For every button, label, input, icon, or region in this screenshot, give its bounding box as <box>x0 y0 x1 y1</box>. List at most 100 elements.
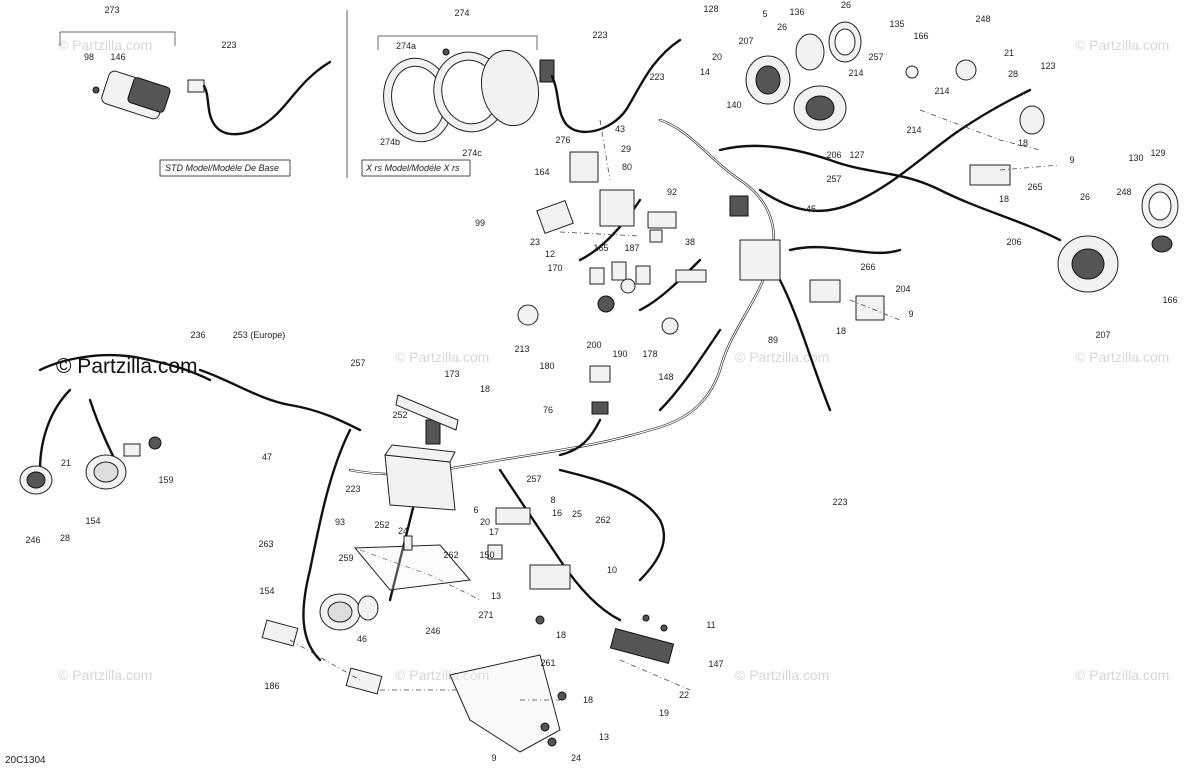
part-callout: 6 <box>473 505 478 515</box>
part-callout: 127 <box>849 150 864 160</box>
part-callout: 190 <box>612 349 627 359</box>
headlight-assembly-top <box>745 21 1045 135</box>
part-callout: 180 <box>539 361 554 371</box>
headlamp-rear <box>319 593 379 631</box>
part-callout: 13 <box>491 591 501 601</box>
headlamp-left <box>19 436 162 495</box>
part-callout: 276 <box>555 135 570 145</box>
part-callout: 273 <box>104 5 119 15</box>
part-callout: 246 <box>425 626 440 636</box>
part-callout: 136 <box>789 7 804 17</box>
part-callout: 173 <box>444 369 459 379</box>
part-callout: 18 <box>836 326 846 336</box>
part-callout: 257 <box>868 52 883 62</box>
part-callout: 206 <box>1006 237 1021 247</box>
watermark: © Partzilla.com <box>1075 37 1169 53</box>
part-callout: 213 <box>514 344 529 354</box>
part-callout: 257 <box>826 174 841 184</box>
part-callout: 18 <box>1018 138 1028 148</box>
part-callout: 200 <box>586 340 601 350</box>
part-callout: 140 <box>726 100 741 110</box>
part-callout: 262 <box>443 550 458 560</box>
part-callout: 214 <box>848 68 863 78</box>
part-callout: 12 <box>545 249 555 259</box>
part-callout: 274 <box>454 8 469 18</box>
part-callout: 16 <box>552 508 562 518</box>
part-callout: 26 <box>841 0 851 10</box>
part-callout: 178 <box>642 349 657 359</box>
part-callout: 261 <box>540 658 555 668</box>
xrs-gauge-cluster <box>383 38 682 143</box>
main-harness <box>38 88 1062 662</box>
part-callout: 18 <box>999 194 1009 204</box>
part-callout: 223 <box>345 484 360 494</box>
battery-area <box>353 394 571 601</box>
part-callout: 92 <box>667 187 677 197</box>
part-callout: 46 <box>357 634 367 644</box>
part-callout: 252 <box>374 520 389 530</box>
part-callout: 159 <box>158 475 173 485</box>
part-callout: 18 <box>583 695 593 705</box>
part-callout: 21 <box>61 458 71 468</box>
part-callout: 14 <box>700 67 710 77</box>
part-callout: 24 <box>398 526 408 536</box>
part-callout: 186 <box>264 681 279 691</box>
part-callout: 214 <box>934 86 949 96</box>
part-callout: 23 <box>530 237 540 247</box>
part-callout: 248 <box>975 14 990 24</box>
part-callout: 263 <box>258 539 273 549</box>
part-callout: 135 <box>889 19 904 29</box>
part-callout: 130 <box>1128 153 1143 163</box>
part-callout: 154 <box>259 586 274 596</box>
part-callout: 150 <box>479 550 494 560</box>
watermark: © Partzilla.com <box>58 37 152 53</box>
part-callout: 166 <box>1162 295 1177 305</box>
part-callout: 154 <box>85 516 100 526</box>
part-callout: 24 <box>571 753 581 763</box>
part-callout: 265 <box>1027 182 1042 192</box>
watermark: © Partzilla.com <box>58 667 152 683</box>
part-callout: 13 <box>599 732 609 742</box>
part-callout: 274b <box>380 137 400 147</box>
part-callout: 274a <box>396 41 416 51</box>
part-callout: 187 <box>624 243 639 253</box>
part-callout: 98 <box>84 52 94 62</box>
xrs-model-label: X rs Model/Modéle X rs <box>365 163 460 173</box>
part-callout: 20 <box>712 52 722 62</box>
watermark: © Partzilla.com <box>1075 349 1169 365</box>
part-callout: 248 <box>1116 187 1131 197</box>
std-model-box <box>159 159 291 177</box>
part-callout: 8 <box>550 495 555 505</box>
diagram-code: 20C1304 <box>5 755 46 766</box>
part-callout: 164 <box>534 167 549 177</box>
part-callout: 17 <box>489 527 499 537</box>
part-callout: 223 <box>592 30 607 40</box>
watermark: © Partzilla.com <box>1075 667 1169 683</box>
copyright-watermark: © Partzilla.com <box>56 355 198 378</box>
part-callout: 21 <box>1004 48 1014 58</box>
part-callout: 274c <box>462 148 482 158</box>
part-callout: 207 <box>1095 330 1110 340</box>
part-callout: 9 <box>1069 155 1074 165</box>
part-callout: 236 <box>190 330 205 340</box>
xrs-model-box <box>361 159 471 177</box>
part-callout: 170 <box>547 263 562 273</box>
headlight-assembly-right <box>1057 183 1179 293</box>
part-callout: 38 <box>685 237 695 247</box>
part-callout: 223 <box>832 497 847 507</box>
part-callout: 19 <box>659 708 669 718</box>
part-callout: 207 <box>738 36 753 46</box>
part-callout: 257 <box>350 358 365 368</box>
part-callout: 45 <box>806 204 816 214</box>
std-gauge-cluster <box>92 60 332 136</box>
electrical-modules <box>517 151 1011 415</box>
part-callout: 89 <box>768 335 778 345</box>
part-callout: 128 <box>703 4 718 14</box>
part-callout: 271 <box>478 610 493 620</box>
part-callout: 26 <box>1080 192 1090 202</box>
part-callout: 148 <box>658 372 673 382</box>
part-callout: 246 <box>25 535 40 545</box>
watermark-group: © Partzilla.com © Partzilla.com © Partzi… <box>58 37 1169 683</box>
